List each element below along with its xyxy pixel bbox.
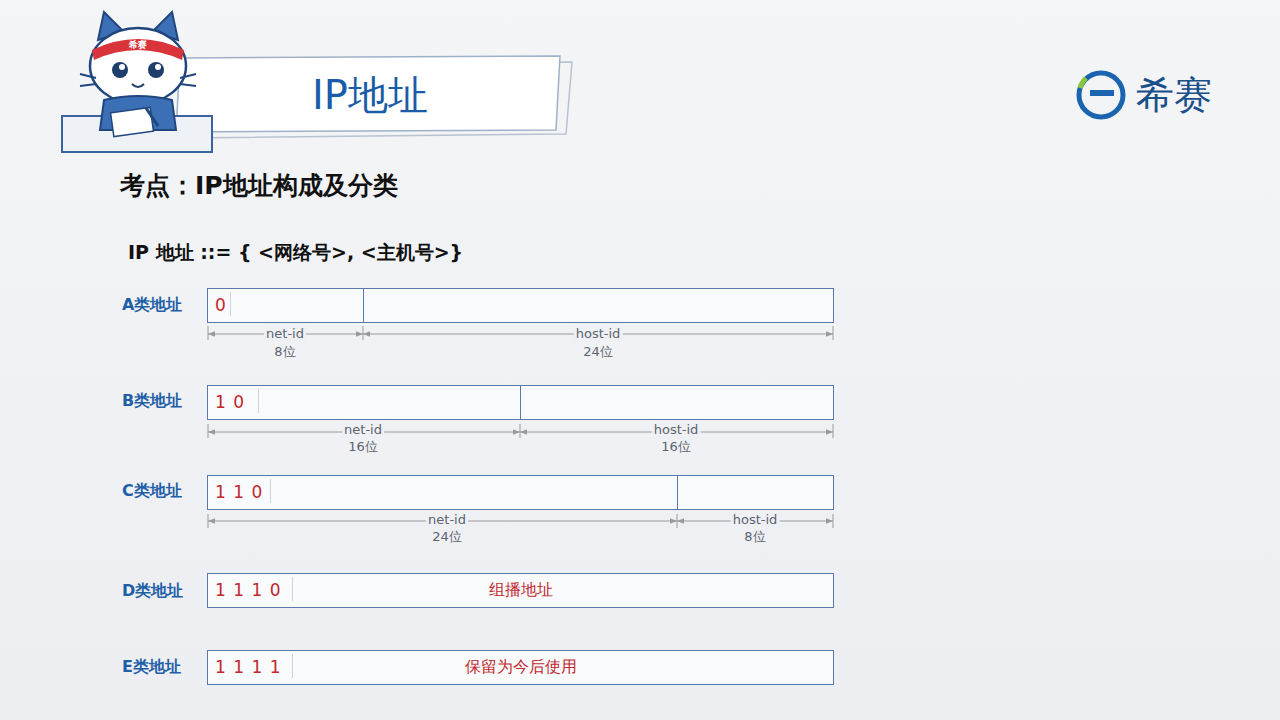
bit-prefix: 1 1 0 — [215, 476, 263, 508]
logo-icon — [1079, 73, 1123, 117]
bit-count: 24位 — [583, 345, 613, 360]
key-point-heading: 考点：IP地址构成及分类 — [120, 172, 398, 201]
field-caption: 保留为今后使用 — [465, 651, 577, 683]
field-name: net-id — [426, 513, 468, 528]
dimension-lines — [208, 326, 833, 528]
field-divider — [520, 386, 521, 419]
field-name: net-id — [264, 327, 306, 342]
class-label: C类地址 — [122, 482, 182, 500]
bit-count: 8位 — [744, 530, 765, 545]
bit-field-bar: 1 1 1 1 保留为今后使用 — [207, 650, 834, 685]
field-divider — [363, 289, 364, 322]
field-divider — [677, 476, 678, 509]
class-label: D类地址 — [122, 582, 183, 600]
title-text: IP地址 — [190, 64, 550, 126]
title-banner: IP地址 — [190, 64, 550, 126]
field-name: host-id — [652, 423, 701, 438]
bit-field-bar: 1 1 1 0 组播地址 — [207, 573, 834, 608]
class-label: B类地址 — [122, 392, 182, 410]
field-caption: 组播地址 — [489, 574, 553, 606]
bit-field-bar: 1 0 — [207, 385, 834, 420]
bit-tick — [292, 577, 293, 601]
bit-prefix: 0 — [215, 289, 227, 321]
field-name: net-id — [342, 423, 384, 438]
bit-prefix: 1 1 1 1 — [215, 651, 281, 683]
banner-shape — [176, 56, 560, 132]
class-label: E类地址 — [122, 658, 181, 676]
bit-count: 16位 — [348, 440, 378, 455]
bit-tick — [292, 654, 293, 678]
bit-prefix: 1 1 1 0 — [215, 574, 281, 606]
field-name: host-id — [731, 513, 780, 528]
cat-mascot — [80, 12, 196, 137]
field-name: host-id — [574, 327, 623, 342]
class-label: A类地址 — [122, 296, 182, 314]
logo-text: 希赛 — [1136, 74, 1212, 118]
bit-count: 24位 — [432, 530, 462, 545]
bit-field-bar: 1 1 0 — [207, 475, 834, 510]
bit-prefix: 1 0 — [215, 386, 245, 418]
bit-field-bar: 0 — [207, 288, 834, 323]
ip-format: IP 地址 ::= { <网络号>, <主机号>} — [128, 242, 463, 264]
bit-tick — [270, 479, 271, 503]
headband-text: 希赛 — [129, 39, 148, 51]
bit-tick — [258, 389, 259, 413]
bit-tick — [230, 292, 231, 316]
bit-count: 16位 — [661, 440, 691, 455]
bit-count: 8位 — [274, 345, 295, 360]
